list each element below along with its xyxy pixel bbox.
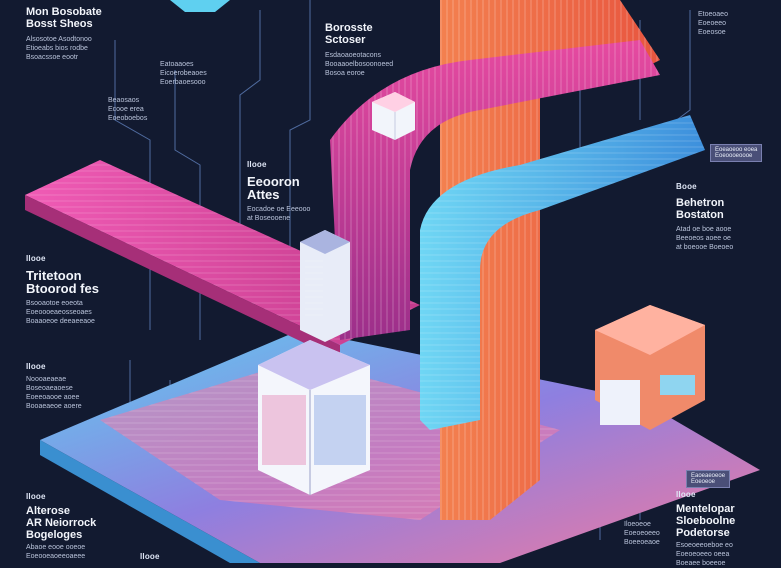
main-skyscraper: [258, 340, 370, 495]
label-left-mid-body: Bsooaotoe eoeota Eoeoooeaeosseoaes Boaao…: [26, 300, 95, 325]
label-bottom-right-body: Esoeoeeoeboe eo Eoeoeoeeo oeea Boeaee bo…: [676, 542, 733, 567]
label-top-center-body: Esdaoaoeotacons Booaaoelbosoonoeed Bosoa…: [325, 52, 394, 77]
label-top-left-heading: Mon Bosobate Bosst Sheos: [26, 6, 102, 30]
label-upper-left-small-2: Beaosaos Ecooe erea Eoeoboebos: [108, 97, 148, 122]
right-building: [595, 305, 705, 430]
label-bottom-left-body: Abaoe eooe ooeoe Eoeooeaoeeoaeee: [26, 544, 86, 560]
label-center-body: Eocadoe oe Eeeooo at Boseooene: [247, 206, 311, 222]
label-top-right: Etoeoaeo Eoeoeeo Eoeosoe: [698, 11, 728, 36]
label-center: Ilooe Eeooron Attes Eocadoe oe Eeeooo at…: [247, 160, 337, 223]
label-bottom-center: Iloeoeoe Eoeoeoeeo Boeeoeaoe: [624, 521, 660, 546]
label-bottom-left-heading: Alterose AR Neiorrock Bogeloges: [26, 505, 97, 541]
label-bottom-right-heading: Mentelopar Sloeboolne Podetorse: [676, 503, 736, 539]
label-top-left: Mon Bosobate Bosst Sheos Alsosotoe Asodt…: [26, 6, 136, 62]
label-left-lower-body: Noooaeaeae Boseoaeaoese Eoeeoaooe aoee B…: [26, 376, 82, 410]
top-screen: [170, 0, 230, 12]
pink-platform-side: [25, 195, 340, 360]
label-left-lower-tag: Ilooe: [26, 362, 46, 371]
label-bottom-right: Ilooe Mentelopar Sloeboolne Podetorse Es…: [676, 490, 776, 568]
label-right-mid-body: Atad oe boe aooe Beeoeos aoee oe at boeo…: [676, 226, 734, 251]
label-left-mid-tag: Ilooe: [26, 254, 46, 263]
label-top-left-body: Alsosotoe Asodtonoo Etioeabs bios rodbe …: [26, 36, 92, 61]
label-right-mid-tag: Booe: [676, 182, 697, 191]
label-center-heading: Eeooron Attes: [247, 174, 300, 202]
label-left-mid: Ilooe Tritetoon Btoorod fes Bsooaotoe eo…: [26, 254, 126, 326]
label-top-center-heading: Borosste Sctoser: [325, 22, 373, 46]
label-bottom-tag: Ilooe: [140, 552, 160, 561]
chip-right-lower: Eaoeaeoeoe Eoeoeoe: [686, 470, 731, 488]
rooftop-building: [372, 92, 415, 140]
label-right-mid: Booe Behetron Bostaton Atad oe boe aooe …: [676, 182, 776, 252]
base-platform-edge: [40, 440, 260, 563]
label-left-mid-heading: Tritetoon Btoorod fes: [26, 268, 99, 296]
label-bottom-right-tag: Ilooe: [676, 490, 696, 499]
label-bottom-left-tag: Ilooe: [26, 492, 46, 501]
label-right-mid-heading: Behetron Bostaton: [676, 197, 725, 221]
label-upper-left-small-1: Eatoaaoes Eicoerobeaoes Eoerbaoesooo: [160, 61, 207, 86]
label-left-lower: Ilooe Noooaeaeae Boseoaeaoese Eoeeoaooe …: [26, 362, 126, 411]
orange-band-stripes: [440, 0, 660, 520]
label-center-tag: Ilooe: [247, 160, 267, 169]
chip-right: Eoeaoeoo eoea Eoeoooeoooe: [710, 144, 763, 162]
cyan-band-stripes: [420, 115, 705, 430]
central-tower: [300, 230, 350, 342]
label-top-center: Borosste Sctoser Esdaoaoeotacons Booaaoe…: [325, 22, 425, 78]
label-bottom-left: Ilooe Alterose AR Neiorrock Bogeloges Ab…: [26, 492, 136, 561]
